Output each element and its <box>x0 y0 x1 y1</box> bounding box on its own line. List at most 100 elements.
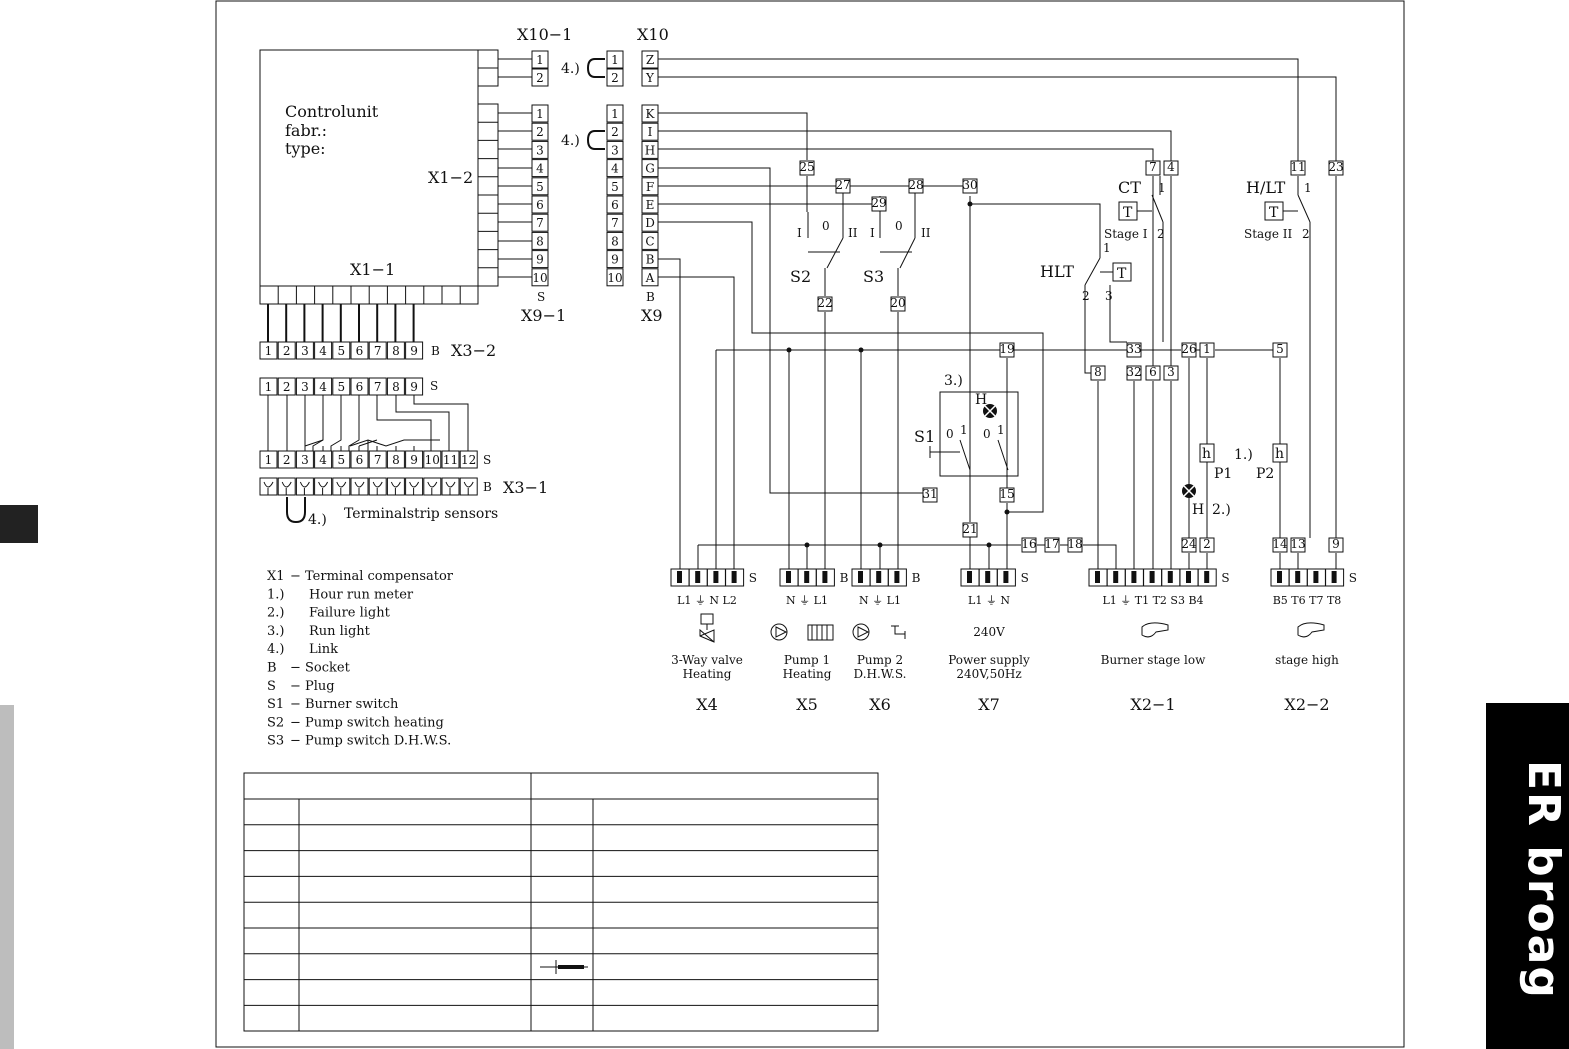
output-label: Burner stage low <box>1101 653 1206 667</box>
x9-pin-A: A <box>641 268 659 287</box>
svg-text:3: 3 <box>301 453 309 467</box>
x9-1-pin-9: 9 <box>531 250 549 269</box>
revision-table <box>243 772 879 1032</box>
svg-text:7: 7 <box>536 216 544 230</box>
hlt2-label: H/LT <box>1246 178 1286 197</box>
x9-pin-G: G <box>641 159 659 178</box>
page-edge-bar <box>0 705 14 1049</box>
link-note-mid: 4.) <box>561 133 580 149</box>
output-pins: L1 ⏚ N L2 <box>677 594 737 607</box>
terminal-23: 23 <box>1328 160 1344 176</box>
svg-text:5: 5 <box>337 380 345 394</box>
svg-text:17: 17 <box>1044 537 1059 551</box>
terminal-9: 9 <box>1328 537 1344 553</box>
svg-text:II: II <box>921 226 931 240</box>
svg-text:Z: Z <box>646 53 654 67</box>
terminal-2: 2 <box>1199 537 1215 553</box>
svg-text:A: A <box>645 271 655 285</box>
x10-pin-Z: Z <box>641 50 659 69</box>
output-id: X4 <box>696 695 718 714</box>
svg-text:Y: Y <box>645 71 655 85</box>
svg-text:1: 1 <box>611 53 619 67</box>
output-label: Pump 1 <box>784 653 830 667</box>
svg-text:23: 23 <box>1328 160 1343 174</box>
svg-text:3: 3 <box>1167 365 1175 379</box>
svg-text:13: 13 <box>1290 537 1305 551</box>
svg-text:10: 10 <box>607 271 622 285</box>
terminal-15: 15 <box>999 487 1015 503</box>
svg-text:8: 8 <box>392 380 400 394</box>
terminal-20: 20 <box>890 296 906 312</box>
x10-left-pin-2: 2 <box>606 68 624 87</box>
x9-1-pin-4: 4 <box>531 159 549 178</box>
svg-text:4: 4 <box>319 453 327 467</box>
x9-num-pin-8: 8 <box>606 231 624 250</box>
svg-text:15: 15 <box>999 487 1014 501</box>
svg-text:28: 28 <box>908 178 923 192</box>
svg-text:S: S <box>1021 571 1029 585</box>
link-mid <box>586 130 605 150</box>
svg-text:8: 8 <box>392 344 400 358</box>
svg-text:18: 18 <box>1067 537 1082 551</box>
x3-2-pin-9: 9 <box>405 341 424 360</box>
svg-text:4: 4 <box>536 162 544 176</box>
svg-text:4: 4 <box>319 380 327 394</box>
x1-1-label: X1−1 <box>350 260 395 279</box>
x3-1-pin-3: 3 <box>295 450 314 469</box>
x3-2-pin-6: 6 <box>350 341 369 360</box>
x10-label: X10 <box>637 25 669 44</box>
x3-1-top-pin-1: 1 <box>259 377 278 396</box>
svg-text:B: B <box>912 571 921 585</box>
x10-1-pin-1: 1 <box>531 50 549 69</box>
x3-2-label: X3−2 <box>451 341 496 360</box>
terminal-28: 28 <box>908 178 924 194</box>
terminal-1: 1 <box>1199 342 1215 358</box>
svg-text:8: 8 <box>1094 365 1102 379</box>
output-id: X7 <box>978 695 1000 714</box>
output-pins: L1 ⏚ N <box>968 594 1010 607</box>
x9-socket: B <box>646 290 655 304</box>
svg-text:6: 6 <box>611 198 619 212</box>
x3-2-pin-7: 7 <box>368 341 387 360</box>
svg-text:3.): 3.) <box>267 624 284 639</box>
pump1-icon <box>770 623 834 641</box>
svg-text:0: 0 <box>946 427 954 441</box>
svg-text:9: 9 <box>410 344 418 358</box>
thermostat-ct: CT T 12 Stage I <box>1104 178 1166 241</box>
svg-text:32: 32 <box>1126 365 1141 379</box>
run-light-note: 3.) <box>944 373 963 389</box>
x9-pin-H: H <box>641 140 659 159</box>
link-note-top: 4.) <box>561 61 580 77</box>
x3-1-top-pin-6: 6 <box>350 377 369 396</box>
terminal-14: 14 <box>1272 537 1288 553</box>
x9-1-plug: S <box>537 290 545 304</box>
svg-text:D: D <box>645 216 655 230</box>
output-id: X2−1 <box>1130 695 1175 714</box>
controlunit-fabr: fabr.: <box>285 121 327 140</box>
thermostat-hlt-stage2: H/LT T 12 Stage II <box>1244 178 1312 241</box>
svg-text:K: K <box>646 107 656 121</box>
burner-high-icon <box>1297 622 1325 638</box>
svg-text:1: 1 <box>997 423 1005 437</box>
hour-meter-note: 1.) <box>1234 447 1253 463</box>
svg-text:B: B <box>646 253 655 267</box>
svg-text:2: 2 <box>536 71 544 85</box>
output-id: X6 <box>869 695 891 714</box>
terminal-3: 3 <box>1163 365 1179 381</box>
x3-1-pin-2: 2 <box>277 450 296 469</box>
failure-light-note: 2.) <box>1212 502 1231 518</box>
svg-text:S: S <box>1221 571 1229 585</box>
legend-item: S− Plug <box>267 679 335 694</box>
stage1-label: Stage I <box>1104 227 1148 241</box>
svg-text:− Plug: − Plug <box>290 679 335 694</box>
x3-1-top-pin-3: 3 <box>295 377 314 396</box>
svg-text:0: 0 <box>895 219 903 233</box>
x9-1-pin-8: 8 <box>531 231 549 250</box>
svg-text:Run light: Run light <box>309 624 371 639</box>
